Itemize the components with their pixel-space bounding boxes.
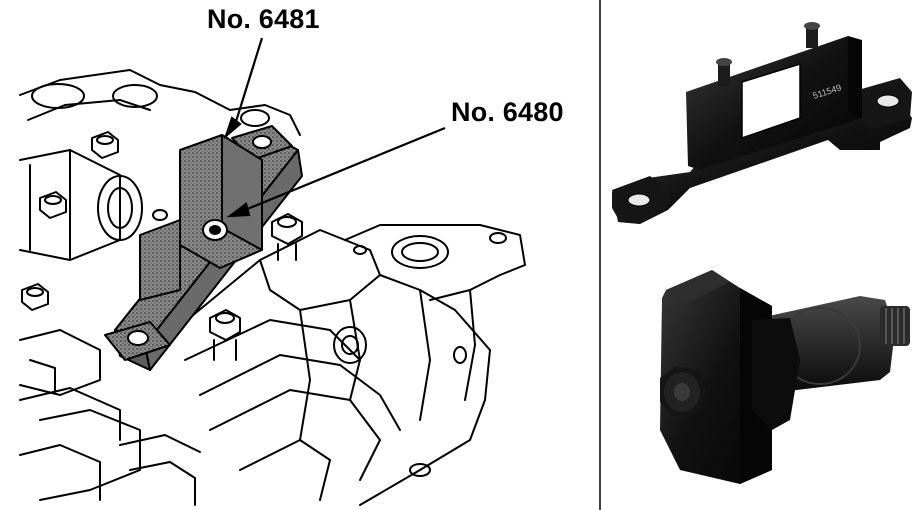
bolt-icon xyxy=(91,131,119,159)
engine-line-drawing xyxy=(19,0,601,510)
bolt-icon xyxy=(39,191,67,219)
callout-label-6481: No. 6481 xyxy=(207,4,320,34)
bolt-icon xyxy=(209,309,241,361)
bolt-icon xyxy=(21,283,49,311)
photo-tool-6481: 511549 xyxy=(612,22,912,224)
callout-label-6480: No. 6480 xyxy=(451,97,564,127)
bolt-icon xyxy=(271,213,303,261)
tool-6480-block xyxy=(139,134,263,301)
callout-arrows xyxy=(223,37,446,218)
photo-tool-6480 xyxy=(660,270,910,484)
